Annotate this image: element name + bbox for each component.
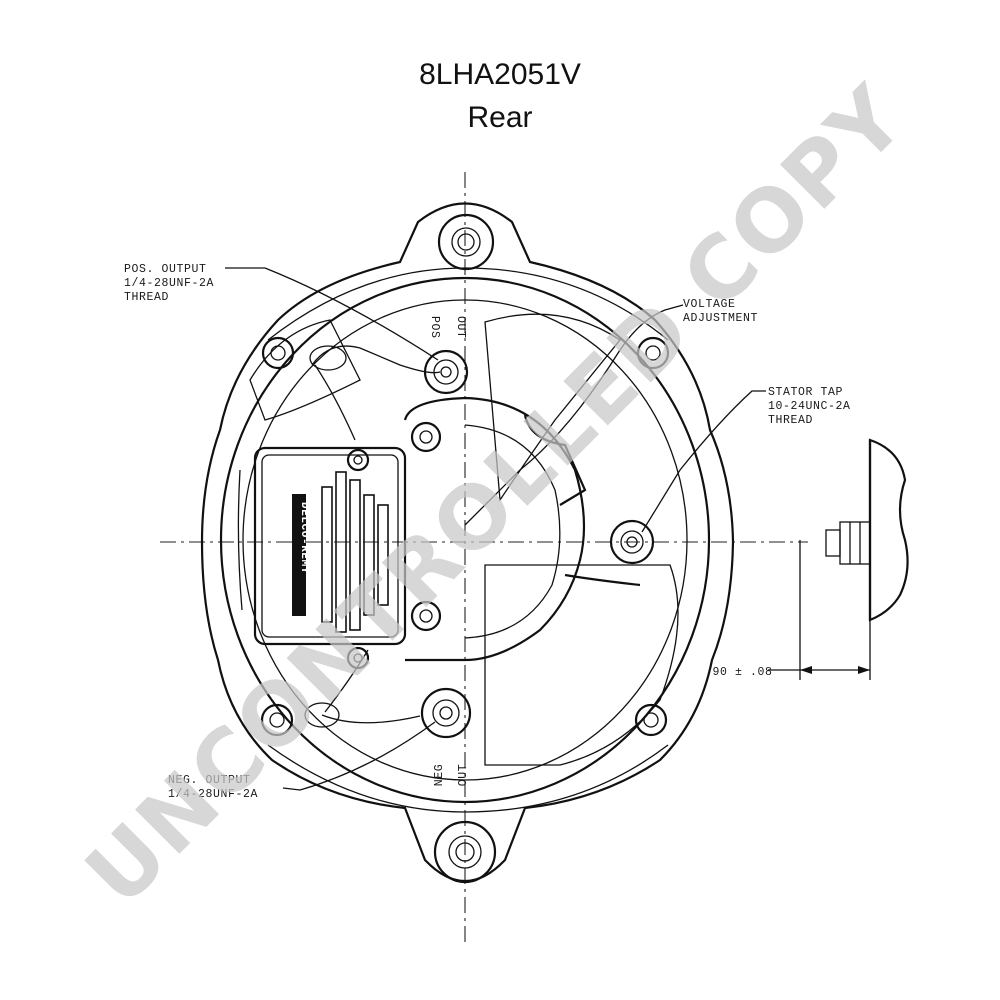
stator-tap-terminal: [609, 519, 655, 565]
terminal-marks: POS OUT NEG OUT: [428, 316, 470, 786]
cast-ribs: [249, 313, 679, 766]
pos-output-label-2: 1/4-28UNF-2A: [124, 277, 214, 290]
pos-out-mark-out: OUT: [454, 316, 467, 339]
pos-output-label-3: THREAD: [124, 291, 169, 304]
voltage-adjustment-label-2: ADJUSTMENT: [683, 312, 758, 325]
voltage-regulator: DELCO-REMY: [253, 446, 407, 646]
drawing-subtitle: Rear: [467, 101, 533, 134]
alternator-housing: [200, 202, 735, 882]
pos-out-mark-pos: POS: [428, 316, 441, 339]
mounting-ears: [433, 213, 497, 884]
uncontrolled-copy-watermark: UNCONTROLLED COPY: [67, 67, 925, 925]
regulator-screws: [346, 421, 442, 670]
dimension-label: .90 ± .08: [705, 666, 773, 679]
stator-tap-label-2: 10-24UNC-2A: [768, 400, 851, 413]
callout-leaders: [225, 267, 766, 791]
neg-output-label-2: 1/4-28UNF-2A: [168, 788, 258, 801]
pos-output-callout: POS. OUTPUT 1/4-28UNF-2A THREAD: [124, 263, 214, 304]
stator-tap-side-view: [825, 438, 909, 622]
neg-output-label-1: NEG. OUTPUT: [168, 774, 251, 787]
brush-springs: [304, 345, 441, 728]
voltage-adjustment-callout: VOLTAGE ADJUSTMENT: [683, 298, 758, 325]
stator-tap-callout: STATOR TAP 10-24UNC-2A THREAD: [768, 386, 851, 427]
rectifier-arch: [403, 396, 586, 662]
pos-out-terminal: [423, 349, 469, 395]
stator-tap-dimension: .90 ± .08: [705, 540, 871, 680]
neg-out-mark-neg: NEG: [433, 764, 446, 787]
neg-output-callout: NEG. OUTPUT 1/4-28UNF-2A: [168, 774, 258, 801]
stator-tap-label-3: THREAD: [768, 414, 813, 427]
neg-out-mark-out: OUT: [457, 764, 470, 787]
pos-output-label-1: POS. OUTPUT: [124, 263, 207, 276]
stator-tap-label-1: STATOR TAP: [768, 386, 843, 399]
drawing-title: 8LHA2051V: [419, 58, 581, 91]
regulator-brand-text: DELCO-REMY: [298, 502, 310, 574]
neg-out-terminal: [420, 687, 472, 739]
voltage-adjustment-label-1: VOLTAGE: [683, 298, 736, 311]
